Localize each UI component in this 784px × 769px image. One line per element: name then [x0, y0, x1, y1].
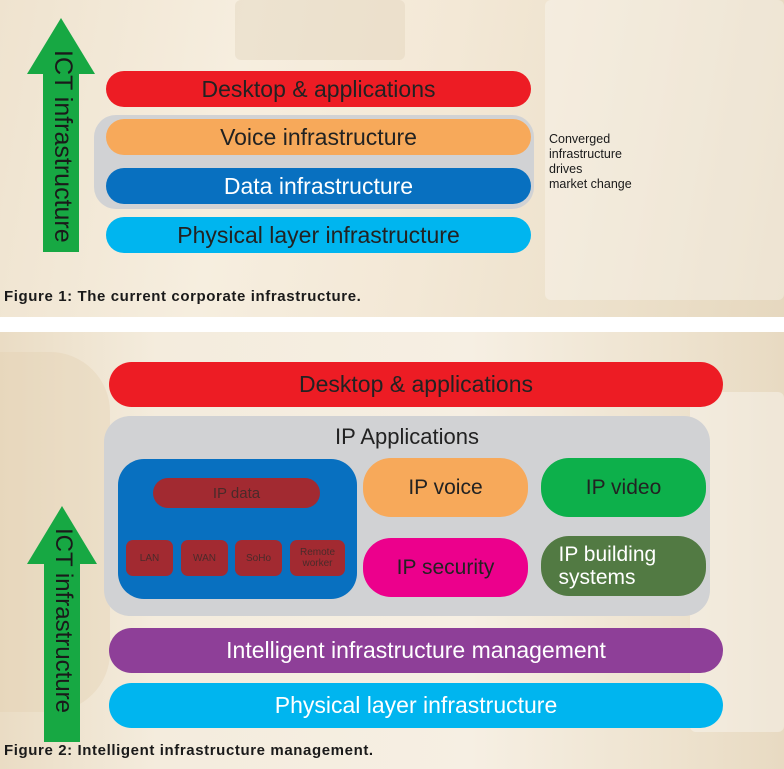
note-line: market change — [549, 177, 632, 191]
layer-label: Desktop & applications — [299, 371, 533, 397]
arrow-head-icon — [27, 18, 95, 74]
layer-desktop-applications: Desktop & applications — [106, 71, 531, 107]
layer-label: Physical layer infrastructure — [177, 221, 460, 248]
arrow-label: ICT infrastructure — [50, 528, 77, 713]
item-label: WAN — [193, 552, 216, 564]
app-ip-building-systems: IP building systems — [541, 536, 706, 596]
app-label: IP video — [585, 475, 662, 499]
figure-1-caption: Figure 1: The current corporate infrastr… — [4, 288, 362, 305]
arrow-shaft — [43, 73, 79, 252]
app-label: IP security — [396, 555, 495, 579]
note-line: Converged — [549, 132, 611, 146]
ip-data-item-lan: LAN — [126, 540, 173, 576]
ip-applications-title: IP Applications — [335, 424, 479, 449]
figure-1-panel: ICT infrastructure Desktop & application… — [0, 0, 784, 317]
layer-intelligent-management: Intelligent infrastructure management — [109, 628, 723, 673]
app-label: IP voice — [408, 475, 483, 499]
layer-desktop-applications: Desktop & applications — [109, 362, 723, 407]
app-ip-security: IP security — [363, 538, 528, 597]
app-ip-video: IP video — [541, 458, 706, 517]
layer-label: Intelligent infrastructure management — [226, 637, 606, 663]
item-label: LAN — [139, 552, 160, 564]
note-line: infrastructure — [549, 147, 622, 161]
layer-label: Data infrastructure — [223, 172, 414, 199]
figure-2-panel: ICT infrastructure Desktop & application… — [0, 332, 784, 769]
layer-physical-infrastructure: Physical layer infrastructure — [109, 683, 723, 728]
converged-note: Converged infrastructure drives market c… — [549, 132, 632, 192]
background-screen — [235, 0, 405, 60]
ict-arrow: ICT infrastructure — [26, 18, 96, 252]
ip-data-block: IP data LAN WAN SoHo Remote worker — [118, 459, 357, 599]
app-label: IP building systems — [558, 543, 657, 589]
layer-physical-infrastructure: Physical layer infrastructure — [106, 217, 531, 253]
layer-voice-infrastructure: Voice infrastructure — [106, 119, 531, 155]
figure-2-caption: Figure 2: Intelligent infrastructure man… — [4, 742, 374, 759]
layer-label: Desktop & applications — [201, 75, 436, 102]
note-line: drives — [549, 162, 583, 176]
arrow-label: ICT infrastructure — [49, 50, 77, 243]
layer-label: Physical layer infrastructure — [274, 692, 558, 718]
ip-data-label: IP data — [153, 478, 320, 508]
ip-data-item-soho: SoHo — [235, 540, 282, 576]
ict-arrow: ICT infrastructure — [27, 506, 97, 742]
arrow-head-icon — [27, 506, 97, 564]
ip-data-title: IP data — [212, 484, 261, 502]
app-ip-voice: IP voice — [363, 458, 528, 517]
ip-applications-container: IP Applications IP data LAN WAN SoHo Rem… — [104, 416, 710, 616]
item-label: Remote worker — [299, 547, 335, 569]
background-monitor — [545, 0, 784, 300]
item-label: SoHo — [245, 552, 271, 564]
layer-data-infrastructure: Data infrastructure — [106, 168, 531, 204]
ip-data-item-wan: WAN — [181, 540, 228, 576]
layer-label: Voice infrastructure — [220, 123, 417, 150]
ip-data-item-remote-worker: Remote worker — [290, 540, 345, 576]
arrow-shaft — [44, 563, 80, 742]
